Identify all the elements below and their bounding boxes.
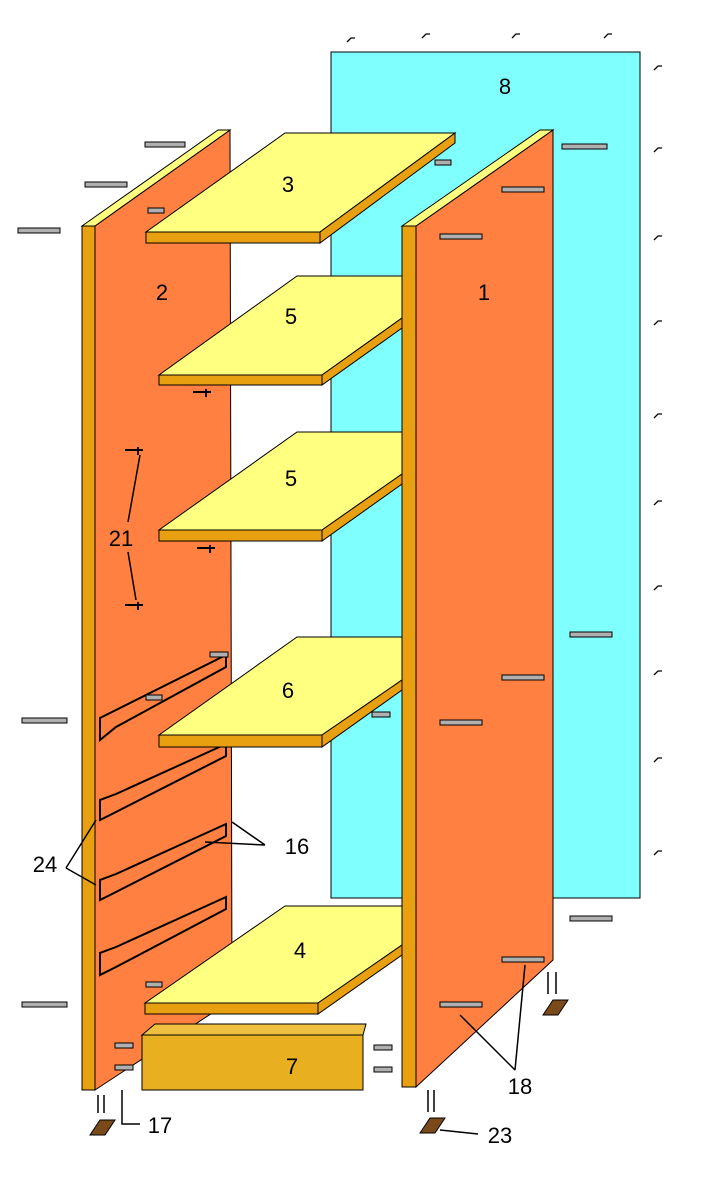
- label-hinge: 24: [33, 852, 57, 877]
- label-shelf-middle: 5: [285, 466, 297, 491]
- shelf-4: [143, 905, 403, 1015]
- label-dowels: 17: [148, 1113, 172, 1138]
- label-shelf-lower: 6: [282, 678, 294, 703]
- label-right-side: 1: [478, 280, 490, 305]
- label-bottom-shelf: 4: [294, 938, 306, 963]
- label-back-panel: 8: [499, 74, 511, 99]
- bolts: [17, 141, 613, 1073]
- right-side-panel: [415, 129, 554, 1089]
- hinges: [99, 653, 227, 977]
- left-side-panel: [94, 129, 233, 1091]
- label-connector: 21: [109, 526, 133, 551]
- shelf-3: [144, 132, 457, 244]
- label-bolts: 18: [508, 1074, 532, 1099]
- feet: [89, 999, 569, 1136]
- label-shelf-upper: 5: [285, 304, 297, 329]
- right-panel-front-edge: [401, 225, 417, 1088]
- left-panel-front-edge: [81, 225, 96, 1091]
- label-top-shelf: 3: [282, 172, 294, 197]
- label-plinth: 7: [286, 1054, 298, 1079]
- leader-lines: [65, 454, 557, 1135]
- back-panel-nails: [346, 33, 662, 856]
- plinth-7: [140, 1023, 367, 1091]
- shelf-5-middle: [157, 431, 403, 542]
- label-left-side: 2: [156, 280, 168, 305]
- label-screws: 16: [285, 834, 309, 859]
- connectors-21: [125, 389, 215, 610]
- label-feet: 23: [488, 1123, 512, 1148]
